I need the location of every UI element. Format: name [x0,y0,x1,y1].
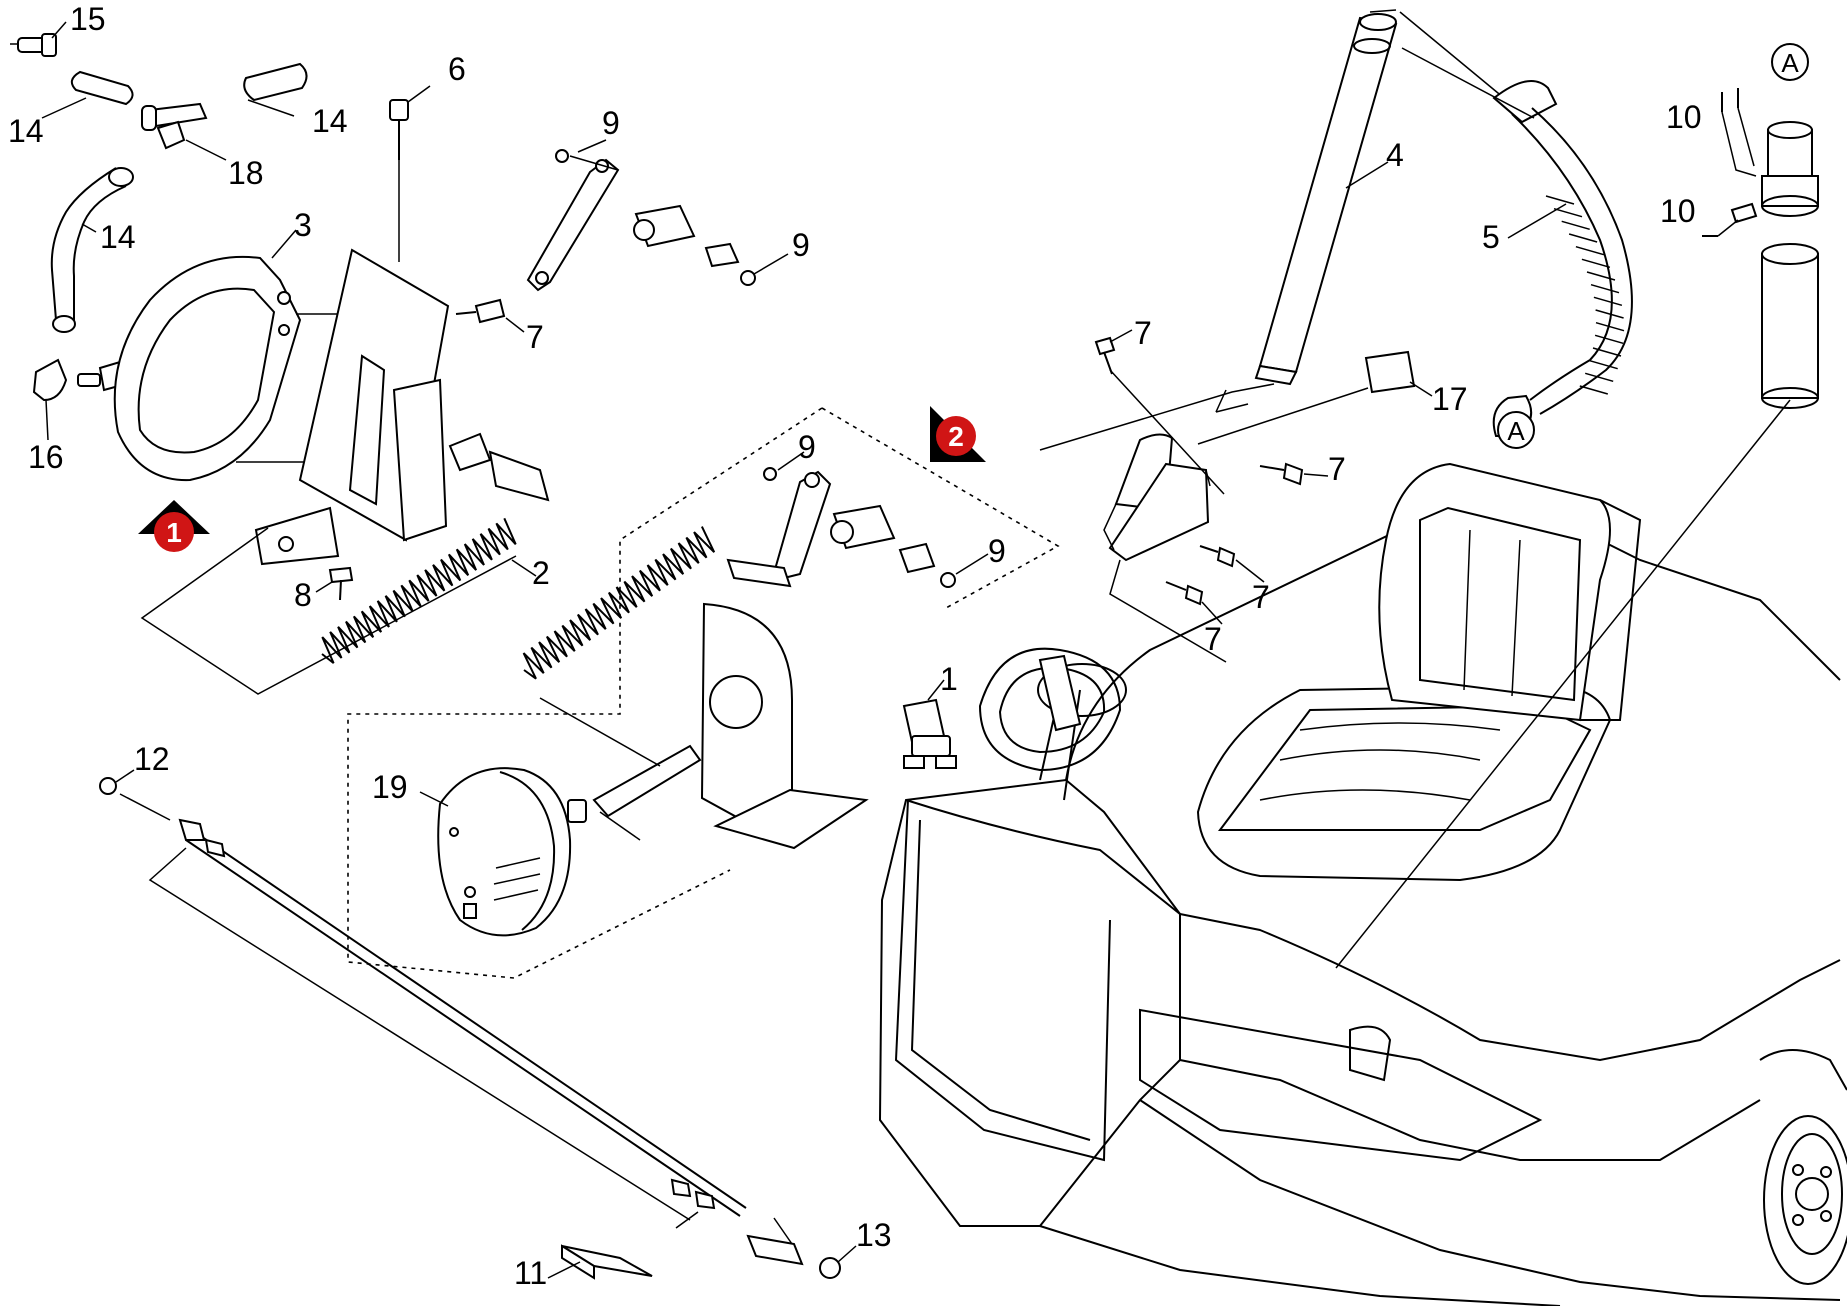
part-label-16: 16 [28,439,64,475]
suction-tube [1039,9,1505,451]
part-label-2: 2 [532,555,550,591]
part-label-18: 18 [228,155,264,191]
linkage-rod-assembly [99,769,857,1280]
lever-linkage-top [526,139,789,292]
part-label-10a: 10 [1666,99,1702,135]
part-label-4: 4 [1386,137,1404,173]
microswitch-bracket [1094,329,1433,663]
tension-spring-middle [522,526,716,680]
marker-2: 2 [930,406,986,462]
flexible-hose [1401,47,1633,437]
drive-motor [419,767,587,937]
motor-bracket [539,602,869,850]
part-label-3: 3 [294,207,312,243]
sweeper-machine-body [878,399,1847,1306]
pedal-bracket [140,85,550,695]
marker-1: 1 [138,500,210,552]
marker-2-label: 2 [948,421,964,452]
solenoid-valve [902,679,957,769]
connector-a-top: A [1771,43,1809,81]
part-label-9d: 9 [988,533,1006,569]
connector-a-hose-label: A [1507,416,1525,446]
assembly-2-outline [347,407,1060,979]
part-label-7c: 7 [1328,451,1346,487]
part-label-19: 19 [372,769,408,805]
part-label-17: 17 [1432,381,1468,417]
part-label-9a: 9 [602,105,620,141]
connector-a-top-label: A [1781,48,1799,78]
connector-sleeve [1702,88,1819,409]
hose-fittings-group [10,21,308,441]
part-label-7a: 7 [526,319,544,355]
part-label-14b: 14 [312,103,348,139]
part-label-10b: 10 [1660,193,1696,229]
pedal-housing [113,229,426,482]
part-label-7d: 7 [1252,579,1270,615]
part-label-1: 1 [940,661,958,697]
part-label-11: 11 [514,1255,547,1291]
tension-spring-left [321,517,537,664]
part-label-5: 5 [1482,219,1500,255]
lever-linkage-middle [726,451,989,588]
part-label-13: 13 [856,1217,892,1253]
part-label-9b: 9 [792,227,810,263]
part-label-12: 12 [134,741,170,777]
part-label-7e: 7 [1204,621,1222,657]
part-label-7b: 7 [1134,315,1152,351]
part-label-15: 15 [70,1,106,37]
marker-1-label: 1 [166,517,182,548]
connector-a-hose: A [1497,411,1535,449]
part-label-8: 8 [294,577,312,613]
part-label-14a: 14 [8,113,44,149]
part-label-9c: 9 [798,429,816,465]
part-label-14c: 14 [100,219,136,255]
part-label-6: 6 [448,51,466,87]
